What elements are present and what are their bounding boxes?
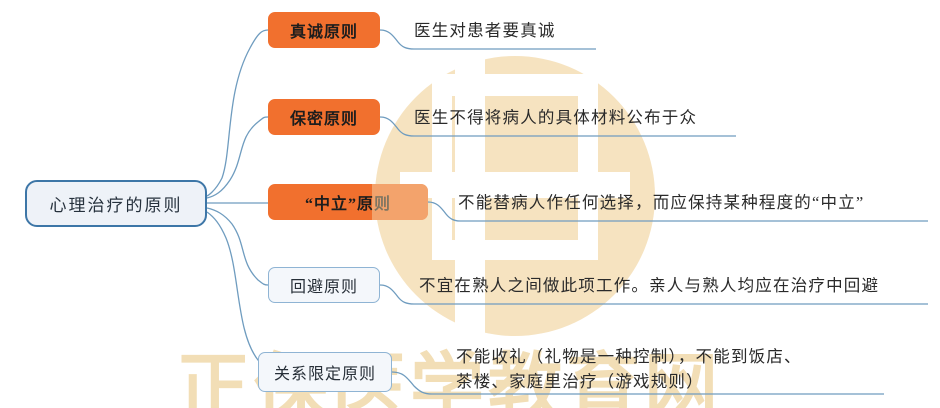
branch-node-3[interactable]: 回避原则 bbox=[268, 267, 380, 303]
branch-node-0-label: 真诚原则 bbox=[289, 24, 358, 41]
branch-description-1: 医生不得将病人的具体材料公布于众 bbox=[414, 108, 698, 127]
root-node-label: 心理治疗的原则 bbox=[49, 196, 183, 215]
edge-branch-2-desc bbox=[427, 201, 461, 222]
branch-node-1[interactable]: 保密原则 bbox=[268, 99, 380, 135]
branch-description-0: 医生对患者要真诚 bbox=[414, 21, 556, 40]
branch-node-2-label: “中立”原则 bbox=[304, 196, 391, 213]
branch-node-1-label: 保密原则 bbox=[289, 111, 358, 128]
branch-node-2[interactable]: “中立”原则 bbox=[268, 184, 428, 220]
edge-branch-1-desc bbox=[379, 116, 415, 137]
edge-branch-4-desc bbox=[391, 371, 433, 395]
edge-root-branch-4 bbox=[206, 211, 269, 373]
branch-description-3: 不宜在熟人之间做此项工作。亲人与熟人均应在治疗中回避 bbox=[419, 276, 880, 295]
root-node[interactable]: 心理治疗的原则 bbox=[25, 180, 207, 227]
branch-description-2: 不能替病人作任何选择，而应保持某种程度的“中立” bbox=[458, 193, 865, 212]
branch-node-4-label: 关系限定原则 bbox=[273, 366, 376, 383]
branch-node-4[interactable]: 关系限定原则 bbox=[258, 352, 392, 392]
edge-branch-0-desc bbox=[379, 29, 415, 50]
branch-description-4: 不能收礼（礼物是一种控制），不能到饭店、 茶楼、家庭里治疗（游戏规则） bbox=[456, 347, 802, 391]
edge-root-branch-1 bbox=[206, 116, 269, 199]
edge-root-branch-3 bbox=[206, 207, 269, 286]
edge-root-branch-0 bbox=[206, 29, 269, 197]
branch-node-3-label: 回避原则 bbox=[289, 279, 358, 296]
branch-node-0[interactable]: 真诚原则 bbox=[268, 12, 380, 48]
edge-branch-3-desc bbox=[379, 284, 415, 305]
